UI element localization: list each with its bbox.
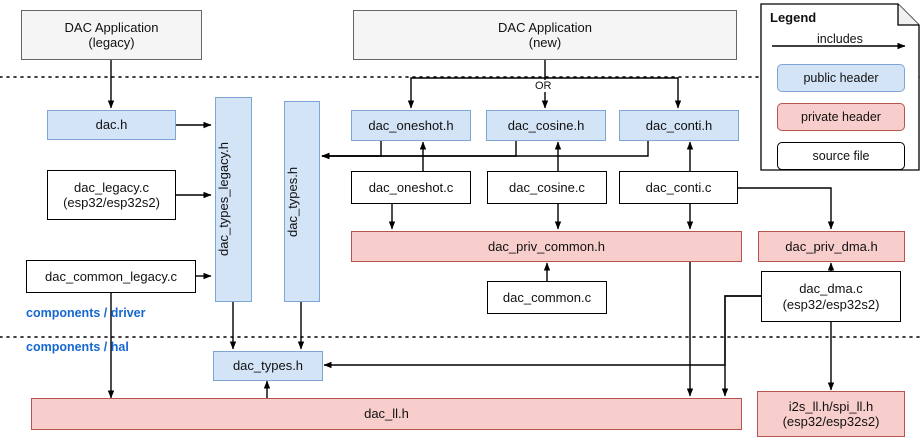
or-label: OR (533, 80, 554, 92)
node-label-line2: (new) (528, 35, 562, 50)
legend-title: Legend (770, 10, 817, 25)
legend-source-file-label: source file (812, 149, 870, 163)
node-dac-h[interactable]: dac.h (47, 110, 176, 140)
node-dac-dma-c[interactable]: dac_dma.c (esp32/esp32s2) (761, 271, 901, 322)
node-label: dac_ll.h (364, 406, 409, 422)
node-dac-application-legacy[interactable]: DAC Application (legacy) (21, 10, 202, 60)
zone-label-driver: components / driver (26, 306, 146, 320)
legend-includes-label: includes (817, 32, 863, 46)
node-label: dac_conti.c (645, 179, 712, 195)
node-label: dac_types.h (285, 166, 300, 237)
node-dac-types-legacy-h[interactable]: dac_types_legacy.h (215, 97, 252, 302)
node-dac-common-c[interactable]: dac_common.c (487, 281, 607, 314)
legend-swatch-public-header: public header (777, 64, 905, 92)
node-label-line2: (esp32/esp32s2) (782, 414, 880, 429)
node-dac-application-new[interactable]: DAC Application (new) (353, 10, 737, 60)
node-label-line1: i2s_ll.h/spi_ll.h (788, 398, 874, 414)
node-label: dac_oneshot.c (368, 179, 454, 195)
node-dac-priv-dma-h[interactable]: dac_priv_dma.h (758, 231, 905, 262)
node-label: dac_common_legacy.c (45, 268, 177, 284)
node-label-line2: (esp32/esp32s2) (63, 195, 160, 210)
node-label: dac_priv_common.h (487, 238, 606, 254)
node-label-line1: DAC Application (64, 19, 159, 35)
node-dac-cosine-c[interactable]: dac_cosine.c (487, 171, 607, 204)
node-dac-types-h-driver[interactable]: dac_types.h (284, 101, 320, 302)
node-dac-oneshot-h[interactable]: dac_oneshot.h (351, 110, 471, 141)
legend-swatch-private-header: private header (777, 103, 905, 131)
node-label-line2: (esp32/esp32s2) (782, 296, 880, 312)
node-label: dac_cosine.h (507, 117, 585, 133)
node-label: dac_priv_dma.h (785, 238, 878, 254)
legend-private-header-label: private header (801, 110, 881, 124)
node-i2s-ll-h[interactable]: i2s_ll.h/spi_ll.h (esp32/esp32s2) (757, 391, 905, 437)
node-dac-priv-common-h[interactable]: dac_priv_common.h (351, 231, 742, 262)
node-dac-common-legacy-c[interactable]: dac_common_legacy.c (26, 260, 196, 293)
node-dac-conti-c[interactable]: dac_conti.c (619, 171, 738, 204)
node-label: dac_oneshot.h (368, 117, 454, 133)
node-label-line1: dac_dma.c (799, 281, 863, 297)
zone-label-hal: components / hal (26, 340, 129, 354)
node-label: dac_types_legacy.h (216, 142, 231, 257)
node-label: dac.h (95, 117, 128, 133)
node-label-line2: (legacy) (88, 35, 135, 50)
legend-swatch-source-file: source file (777, 142, 905, 170)
legend-public-header-label: public header (803, 71, 879, 85)
node-dac-ll-h[interactable]: dac_ll.h (31, 398, 742, 430)
node-label: dac_cosine.c (509, 179, 585, 195)
node-dac-types-h-hal[interactable]: dac_types.h (213, 351, 323, 381)
node-label-line1: DAC Application (498, 19, 592, 35)
node-dac-legacy-c[interactable]: dac_legacy.c (esp32/esp32s2) (47, 170, 176, 220)
node-label-line1: dac_legacy.c (74, 179, 149, 195)
node-label: dac_common.c (502, 289, 592, 305)
node-label: dac_conti.h (645, 117, 713, 133)
node-dac-oneshot-c[interactable]: dac_oneshot.c (351, 171, 471, 204)
node-dac-cosine-h[interactable]: dac_cosine.h (486, 110, 606, 141)
legend: Legend includes public header private he… (761, 4, 919, 170)
node-label: dac_types.h (232, 358, 304, 374)
node-dac-conti-h[interactable]: dac_conti.h (619, 110, 739, 141)
